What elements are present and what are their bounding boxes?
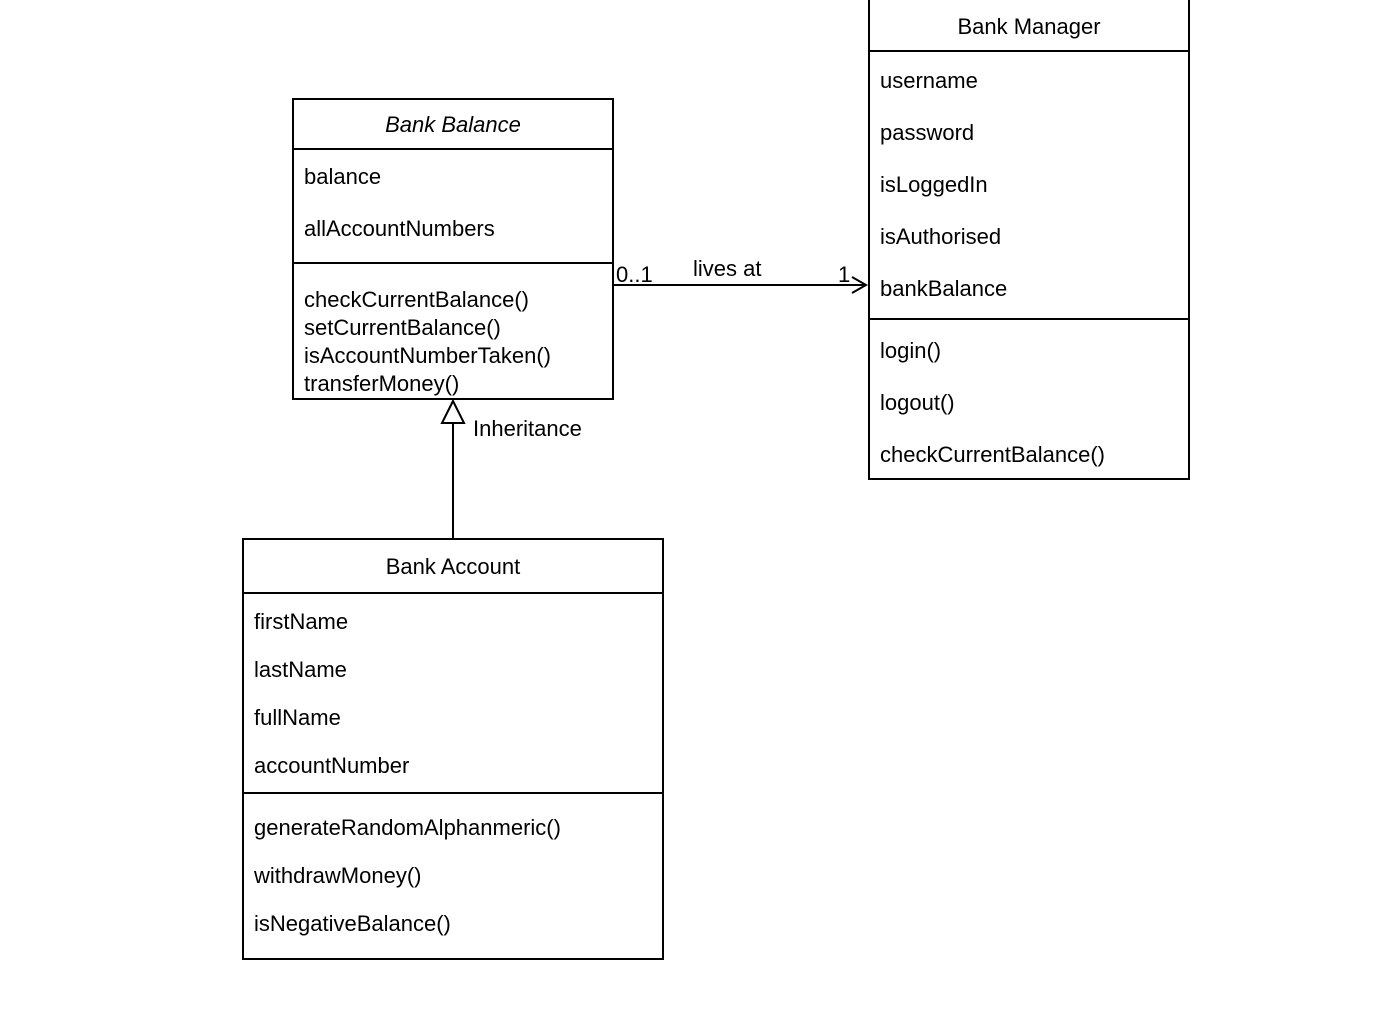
- attribute-section: balance allAccountNumbers: [294, 150, 612, 264]
- method: setCurrentBalance(): [304, 315, 501, 340]
- attribute: accountNumber: [254, 753, 410, 778]
- method: transferMoney(): [304, 371, 460, 396]
- method: checkCurrentBalance(): [880, 442, 1105, 467]
- attribute: lastName: [254, 657, 347, 682]
- method: isNegativeBalance(): [254, 911, 451, 936]
- inheritance-label: Inheritance: [473, 416, 582, 441]
- class-bank-balance[interactable]: Bank Balance balance allAccountNumbers c…: [292, 98, 614, 400]
- method: logout(): [880, 390, 955, 415]
- class-bank-manager[interactable]: Bank Manager username password isLoggedI…: [868, 0, 1190, 480]
- method: login(): [880, 338, 942, 363]
- method: withdrawMoney(): [254, 863, 422, 888]
- method-section: login() logout() checkCurrentBalance(): [870, 320, 1188, 492]
- method-section: checkCurrentBalance() setCurrentBalance(…: [294, 264, 612, 398]
- class-name: Bank Balance: [294, 100, 612, 150]
- inheritance-arrowhead-icon: [440, 398, 466, 424]
- attribute: username: [880, 68, 978, 93]
- method: isAccountNumberTaken(): [304, 343, 551, 368]
- class-bank-account[interactable]: Bank Account firstName lastName fullName…: [242, 538, 664, 960]
- attribute: password: [880, 120, 975, 145]
- method-section: generateRandomAlphanmeric() withdrawMone…: [244, 794, 662, 958]
- class-name: Bank Account: [244, 540, 662, 594]
- method: checkCurrentBalance(): [304, 287, 529, 312]
- attribute-section: firstName lastName fullName accountNumbe…: [244, 594, 662, 794]
- method: generateRandomAlphanmeric(): [254, 815, 561, 840]
- association-label: lives at: [693, 256, 762, 281]
- attribute: balance: [304, 164, 382, 189]
- attribute: fullName: [254, 705, 341, 730]
- attribute: bankBalance: [880, 276, 1008, 301]
- source-multiplicity-label: 0..1: [616, 262, 653, 287]
- target-multiplicity-label: 1: [838, 262, 851, 287]
- attribute: allAccountNumbers: [304, 216, 495, 241]
- attribute: isAuthorised: [880, 224, 1002, 249]
- attribute-section: username password isLoggedIn isAuthorise…: [870, 52, 1188, 320]
- association-arrowhead-icon: [851, 276, 869, 294]
- attribute: firstName: [254, 609, 349, 634]
- attribute: isLoggedIn: [880, 172, 988, 197]
- class-name: Bank Manager: [870, 0, 1188, 52]
